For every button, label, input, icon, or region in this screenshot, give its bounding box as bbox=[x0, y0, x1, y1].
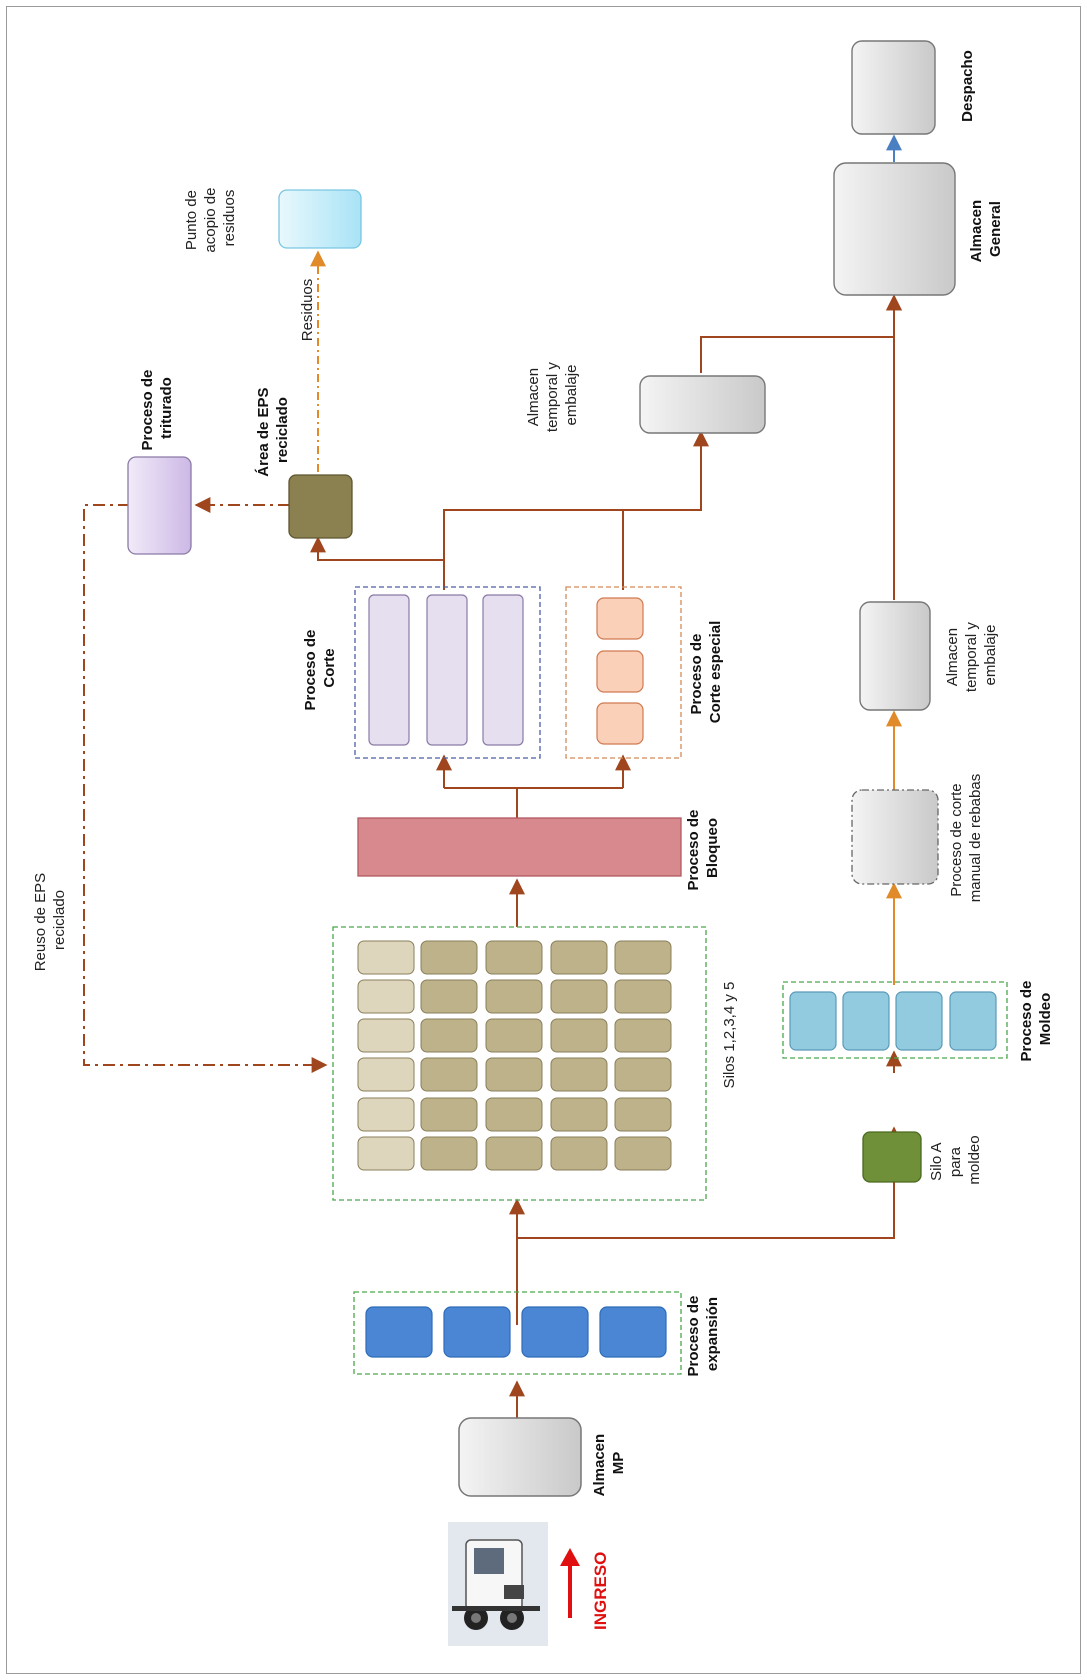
eps-reciclado-node bbox=[288, 474, 353, 539]
silo-cell bbox=[420, 940, 478, 975]
corte-container bbox=[354, 586, 541, 759]
almacen-general-label: Almacen General bbox=[968, 196, 1004, 263]
corte-especial-unit bbox=[596, 650, 644, 693]
punto-acopio-node bbox=[278, 189, 362, 249]
corte-unit bbox=[368, 594, 410, 746]
bloqueo-label: Proceso de Bloqueo bbox=[685, 805, 721, 890]
almacen-temporal-2-label: Almacen temporal y embalaje bbox=[944, 618, 999, 692]
arrow-corte-to-eps bbox=[310, 536, 445, 590]
labels: INGRESO Almacen MP Proceso de expansión … bbox=[32, 50, 1054, 1630]
silo-cell bbox=[420, 1057, 478, 1092]
expansion-label: Proceso de expansión bbox=[685, 1291, 721, 1376]
expansion-unit bbox=[443, 1306, 511, 1358]
corte-especial-units bbox=[596, 597, 644, 745]
diagram-frame bbox=[6, 6, 1081, 1674]
silo-cell bbox=[420, 1136, 478, 1171]
silos-label: Silos 1,2,3,4 y 5 bbox=[721, 982, 738, 1089]
arrow-temporal1-to-general bbox=[700, 294, 902, 373]
silo-cell bbox=[550, 1018, 608, 1053]
expansion-units bbox=[365, 1306, 667, 1358]
silo-cell bbox=[485, 1057, 543, 1092]
moldeo-unit bbox=[895, 991, 943, 1051]
arrow-reuso-eps bbox=[83, 504, 328, 1073]
corte-units bbox=[368, 594, 524, 746]
flow-lines-dashdot bbox=[83, 497, 328, 1073]
reuso-eps-label: Reuso de EPS reciclado bbox=[32, 869, 68, 972]
silo-cell bbox=[485, 1018, 543, 1053]
silo-cell bbox=[357, 1018, 415, 1053]
eps-reciclado-label: Área de EPS reciclado bbox=[255, 383, 291, 476]
flow-lines-orange bbox=[310, 250, 902, 985]
silo-cell bbox=[357, 940, 415, 975]
moldeo-unit bbox=[949, 991, 997, 1051]
silo-cell bbox=[485, 940, 543, 975]
truck-icon bbox=[448, 1522, 548, 1646]
ingreso-arrow-head bbox=[560, 1548, 580, 1566]
silo-cell bbox=[420, 1097, 478, 1132]
silo-cell bbox=[485, 979, 543, 1014]
corte-manual-label: Proceso de corte manual de rebabas bbox=[948, 774, 984, 902]
corte-unit bbox=[482, 594, 524, 746]
corte-especial-unit bbox=[596, 597, 644, 640]
silo-a-node bbox=[862, 1131, 922, 1183]
silo-cell bbox=[485, 1136, 543, 1171]
silo-cell bbox=[357, 979, 415, 1014]
corte-especial-unit bbox=[596, 702, 644, 745]
almacen-mp-node bbox=[458, 1417, 582, 1497]
silo-cell bbox=[420, 979, 478, 1014]
silos-container bbox=[332, 926, 707, 1201]
corte-especial-label: Proceso de Corte especial bbox=[688, 621, 724, 724]
triturado-node bbox=[127, 456, 192, 555]
expansion-unit bbox=[599, 1306, 667, 1358]
silo-cell bbox=[614, 1018, 672, 1053]
silo-a-label: Silo A para moldeo bbox=[928, 1135, 983, 1184]
silo-cell bbox=[614, 1136, 672, 1171]
despacho-node bbox=[851, 40, 936, 135]
silo-cell bbox=[550, 1097, 608, 1132]
silo-cell bbox=[550, 940, 608, 975]
silo-cell bbox=[420, 1018, 478, 1053]
almacen-temporal-2-node bbox=[859, 601, 931, 711]
moldeo-container bbox=[782, 981, 1008, 1059]
corte-manual-node bbox=[851, 789, 939, 885]
triturado-label: Proceso de triturado bbox=[139, 365, 175, 450]
moldeo-label: Proceso de Moldeo bbox=[1018, 976, 1054, 1061]
silo-cell bbox=[357, 1136, 415, 1171]
almacen-general-node bbox=[833, 162, 956, 296]
almacen-mp-label: Almacen MP bbox=[591, 1430, 627, 1497]
moldeo-unit bbox=[789, 991, 837, 1051]
silo-cell bbox=[614, 1057, 672, 1092]
arrow-corte-to-temporal bbox=[443, 430, 709, 560]
ingreso-label: INGRESO bbox=[591, 1552, 610, 1630]
silo-cell bbox=[357, 1097, 415, 1132]
silo-cell bbox=[550, 1136, 608, 1171]
silo-cell bbox=[485, 1097, 543, 1132]
moldeo-unit bbox=[842, 991, 890, 1051]
residuos-label: Residuos bbox=[299, 279, 316, 342]
expansion-unit bbox=[521, 1306, 589, 1358]
silo-cell bbox=[614, 1097, 672, 1132]
expansion-unit bbox=[365, 1306, 433, 1358]
bloqueo-node bbox=[357, 817, 682, 877]
moldeo-units bbox=[789, 991, 997, 1051]
almacen-temporal-1-label: Almacen temporal y embalaje bbox=[525, 358, 580, 432]
silo-cell bbox=[614, 940, 672, 975]
silo-cell bbox=[550, 979, 608, 1014]
corte-especial-container bbox=[565, 586, 682, 759]
silo-cell bbox=[357, 1057, 415, 1092]
almacen-temporal-1-node bbox=[639, 375, 766, 434]
punto-acopio-label: Punto de acopio de residuos bbox=[183, 183, 238, 252]
corte-label: Proceso de Corte bbox=[302, 625, 338, 710]
silo-grid bbox=[357, 940, 672, 1171]
despacho-label: Despacho bbox=[959, 50, 976, 122]
silo-cell bbox=[550, 1057, 608, 1092]
expansion-container bbox=[353, 1291, 682, 1375]
silo-cell bbox=[614, 979, 672, 1014]
corte-unit bbox=[426, 594, 468, 746]
